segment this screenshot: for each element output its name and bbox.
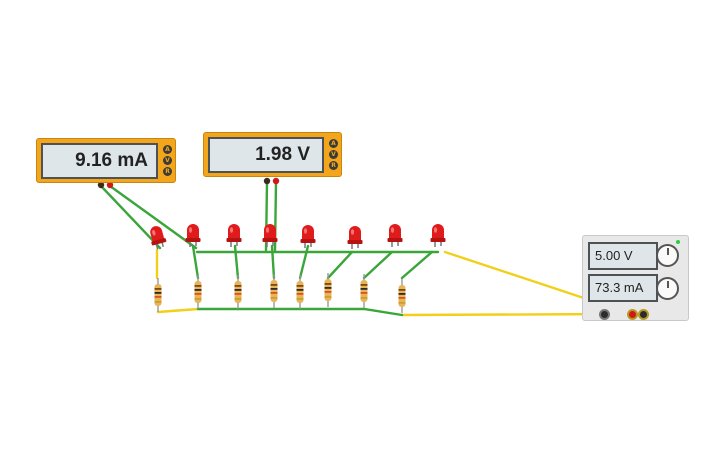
resistor[interactable] bbox=[234, 275, 242, 309]
led[interactable] bbox=[300, 225, 316, 248]
psu-voltage-display: 5.00 V bbox=[588, 242, 658, 270]
green-wires[interactable] bbox=[99, 180, 440, 317]
voltmeter[interactable]: 1.98 V A V R bbox=[203, 132, 342, 177]
resistor[interactable] bbox=[154, 278, 162, 312]
resistor[interactable] bbox=[398, 279, 406, 313]
voltmeter-mode-a[interactable]: A bbox=[329, 139, 338, 148]
voltmeter-mode-v[interactable]: V bbox=[329, 150, 338, 159]
led[interactable] bbox=[347, 226, 363, 249]
resistors[interactable] bbox=[154, 273, 406, 313]
led[interactable] bbox=[147, 224, 167, 250]
resistor[interactable] bbox=[296, 275, 304, 309]
psu-positive-terminal[interactable] bbox=[627, 309, 638, 320]
led[interactable] bbox=[185, 224, 201, 247]
voltmeter-display: 1.98 V bbox=[208, 137, 324, 173]
voltage-knob[interactable] bbox=[656, 244, 679, 267]
power-indicator-led bbox=[676, 240, 680, 244]
ammeter-com-probe[interactable] bbox=[97, 181, 105, 189]
ammeter-probes[interactable] bbox=[97, 181, 114, 189]
psu-ground-terminal[interactable] bbox=[599, 309, 610, 320]
resistor[interactable] bbox=[324, 273, 332, 307]
led[interactable] bbox=[387, 224, 403, 247]
voltmeter-mode-r[interactable]: R bbox=[329, 161, 338, 170]
power-supply[interactable]: 5.00 V 73.3 mA bbox=[582, 235, 689, 321]
led[interactable] bbox=[262, 224, 278, 247]
resistor[interactable] bbox=[270, 274, 278, 308]
voltmeter-com-probe[interactable] bbox=[263, 177, 271, 185]
ammeter-plus-probe[interactable] bbox=[106, 181, 114, 189]
psu-negative-terminal[interactable] bbox=[638, 309, 649, 320]
psu-current-display: 73.3 mA bbox=[588, 274, 658, 302]
ammeter-mode-r[interactable]: R bbox=[163, 167, 172, 176]
voltmeter-probes[interactable] bbox=[263, 177, 280, 185]
led[interactable] bbox=[226, 224, 242, 247]
led[interactable] bbox=[430, 224, 446, 247]
leds[interactable] bbox=[147, 224, 446, 250]
ammeter-display: 9.16 mA bbox=[41, 143, 158, 179]
voltmeter-plus-probe[interactable] bbox=[272, 177, 280, 185]
current-knob[interactable] bbox=[656, 277, 679, 300]
ammeter-mode-a[interactable]: A bbox=[163, 145, 172, 154]
yellow-wires[interactable] bbox=[155, 248, 634, 317]
resistor[interactable] bbox=[194, 275, 202, 309]
ammeter[interactable]: 9.16 mA A V R bbox=[36, 138, 176, 183]
resistor[interactable] bbox=[360, 274, 368, 308]
ammeter-mode-v[interactable]: V bbox=[163, 156, 172, 165]
